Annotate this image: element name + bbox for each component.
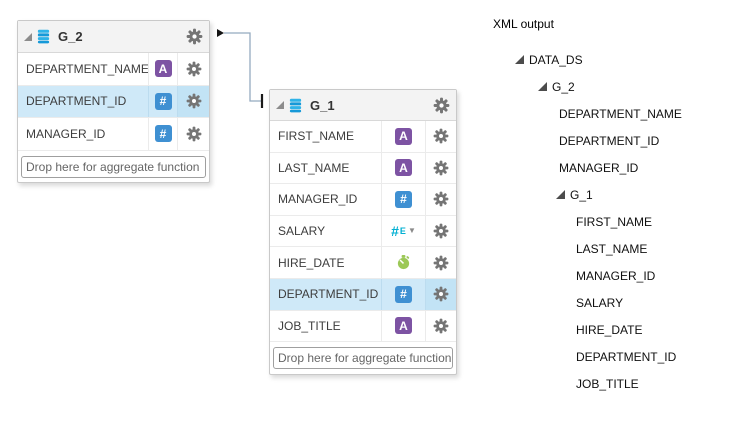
tree-node[interactable]: DEPARTMENT_ID bbox=[493, 127, 682, 154]
field-name: MANAGER_ID bbox=[270, 184, 382, 215]
field-name: JOB_TITLE bbox=[270, 310, 382, 342]
expanded-triangle-icon[interactable] bbox=[556, 190, 565, 199]
tree-node-label: DEPARTMENT_ID bbox=[576, 349, 677, 364]
gear-icon[interactable] bbox=[433, 191, 449, 207]
gear-icon[interactable] bbox=[433, 255, 449, 271]
connector-line bbox=[224, 32, 261, 102]
tree-node[interactable]: MANAGER_ID bbox=[493, 262, 682, 289]
number-aggregate-type-icon[interactable]: #E▼ bbox=[391, 223, 416, 240]
tree-node-label: G_1 bbox=[570, 187, 593, 202]
field-row[interactable]: SALARY #E▼ bbox=[270, 215, 456, 248]
connector-arrow-icon bbox=[217, 29, 224, 37]
collapse-triangle-icon[interactable] bbox=[276, 101, 284, 109]
tree-node[interactable]: MANAGER_ID bbox=[493, 154, 682, 181]
field-row[interactable]: LAST_NAME A bbox=[270, 152, 456, 185]
dataset-icon bbox=[289, 98, 302, 112]
field-name: FIRST_NAME bbox=[270, 121, 382, 152]
field-name: DEPARTMENT_ID bbox=[18, 85, 149, 118]
group-panel-g2: G_2 DEPARTMENT_NAME A DEPARTMENT_ID # bbox=[17, 20, 210, 183]
tree-node-label: MANAGER_ID bbox=[559, 160, 639, 175]
field-name: MANAGER_ID bbox=[18, 118, 149, 150]
tree-node[interactable]: G_1 bbox=[493, 181, 682, 208]
xml-output-label: XML output bbox=[493, 17, 554, 31]
field-row-selected[interactable]: DEPARTMENT_ID # bbox=[270, 278, 456, 311]
aggregate-drop-zone[interactable]: Drop here for aggregate function bbox=[21, 155, 206, 178]
tree-node-label: SALARY bbox=[576, 295, 624, 310]
expanded-triangle-icon[interactable] bbox=[515, 55, 524, 64]
field-row[interactable]: JOB_TITLE A bbox=[270, 310, 456, 343]
group-title: G_2 bbox=[58, 29, 83, 44]
group-title: G_1 bbox=[310, 97, 335, 113]
gear-icon[interactable] bbox=[433, 128, 449, 144]
collapse-triangle-icon[interactable] bbox=[24, 32, 32, 41]
tree-node-label: LAST_NAME bbox=[576, 241, 648, 256]
field-row-selected[interactable]: DEPARTMENT_ID # bbox=[18, 85, 209, 119]
number-type-icon: # bbox=[395, 190, 412, 208]
gear-icon[interactable] bbox=[186, 93, 202, 109]
field-row[interactable]: DEPARTMENT_NAME A bbox=[18, 53, 209, 86]
tree-node[interactable]: DEPARTMENT_NAME bbox=[493, 100, 682, 127]
group-header-g1[interactable]: G_1 bbox=[270, 90, 456, 121]
tree-node[interactable]: FIRST_NAME bbox=[493, 208, 682, 235]
tree-node[interactable]: G_2 bbox=[493, 73, 682, 100]
gear-icon[interactable] bbox=[433, 97, 450, 114]
field-name: DEPARTMENT_ID bbox=[270, 278, 382, 310]
gear-icon[interactable] bbox=[433, 223, 449, 239]
field-row[interactable]: MANAGER_ID # bbox=[18, 118, 209, 151]
aggregate-drop-zone[interactable]: Drop here for aggregate function bbox=[273, 347, 453, 370]
gear-icon[interactable] bbox=[433, 160, 449, 176]
tree-node-label: FIRST_NAME bbox=[576, 214, 653, 229]
tree-node-label: DATA_DS bbox=[529, 52, 583, 67]
text-type-icon: A bbox=[395, 317, 412, 335]
tree-node-label: JOB_TITLE bbox=[576, 376, 639, 391]
field-row[interactable]: HIRE_DATE bbox=[270, 247, 456, 279]
tree-node[interactable]: DATA_DS bbox=[493, 46, 682, 73]
field-row[interactable]: FIRST_NAME A bbox=[270, 121, 456, 153]
gear-icon[interactable] bbox=[186, 126, 202, 142]
text-type-icon: A bbox=[395, 159, 412, 177]
field-name: DEPARTMENT_NAME bbox=[18, 53, 149, 85]
tree-node-label: MANAGER_ID bbox=[576, 268, 656, 283]
tree-node-label: DEPARTMENT_NAME bbox=[559, 106, 682, 121]
tree-node[interactable]: SALARY bbox=[493, 289, 682, 316]
date-type-icon bbox=[397, 255, 410, 270]
tree-node[interactable]: HIRE_DATE bbox=[493, 316, 682, 343]
field-name: HIRE_DATE bbox=[270, 247, 382, 278]
field-row[interactable]: MANAGER_ID # bbox=[270, 184, 456, 216]
group-panel-g1: G_1 FIRST_NAME A LAST_NAME A MANAGER_ID … bbox=[269, 89, 457, 375]
gear-icon[interactable] bbox=[433, 318, 449, 334]
tree-node-label: DEPARTMENT_ID bbox=[559, 133, 660, 148]
tree-node-label: G_2 bbox=[552, 79, 575, 94]
tree-node[interactable]: JOB_TITLE bbox=[493, 370, 682, 397]
field-name: SALARY bbox=[270, 215, 382, 247]
text-type-icon: A bbox=[154, 60, 172, 78]
xml-output-tree: DATA_DS G_2 DEPARTMENT_NAME DEPARTMENT_I… bbox=[493, 46, 682, 397]
tree-node[interactable]: LAST_NAME bbox=[493, 235, 682, 262]
expanded-triangle-icon[interactable] bbox=[538, 82, 547, 91]
text-type-icon: A bbox=[395, 127, 412, 145]
dropdown-caret-icon: ▼ bbox=[407, 226, 416, 236]
dataset-icon bbox=[37, 29, 50, 44]
number-type-icon: # bbox=[395, 285, 412, 303]
group-header-g2[interactable]: G_2 bbox=[18, 21, 209, 53]
gear-icon[interactable] bbox=[433, 286, 449, 302]
tree-node-label: HIRE_DATE bbox=[576, 322, 643, 337]
gear-icon[interactable] bbox=[186, 28, 203, 45]
field-name: LAST_NAME bbox=[270, 152, 382, 184]
number-type-icon: # bbox=[154, 125, 172, 143]
number-type-icon: # bbox=[154, 92, 172, 110]
tree-node[interactable]: DEPARTMENT_ID bbox=[493, 343, 682, 370]
gear-icon[interactable] bbox=[186, 61, 202, 77]
